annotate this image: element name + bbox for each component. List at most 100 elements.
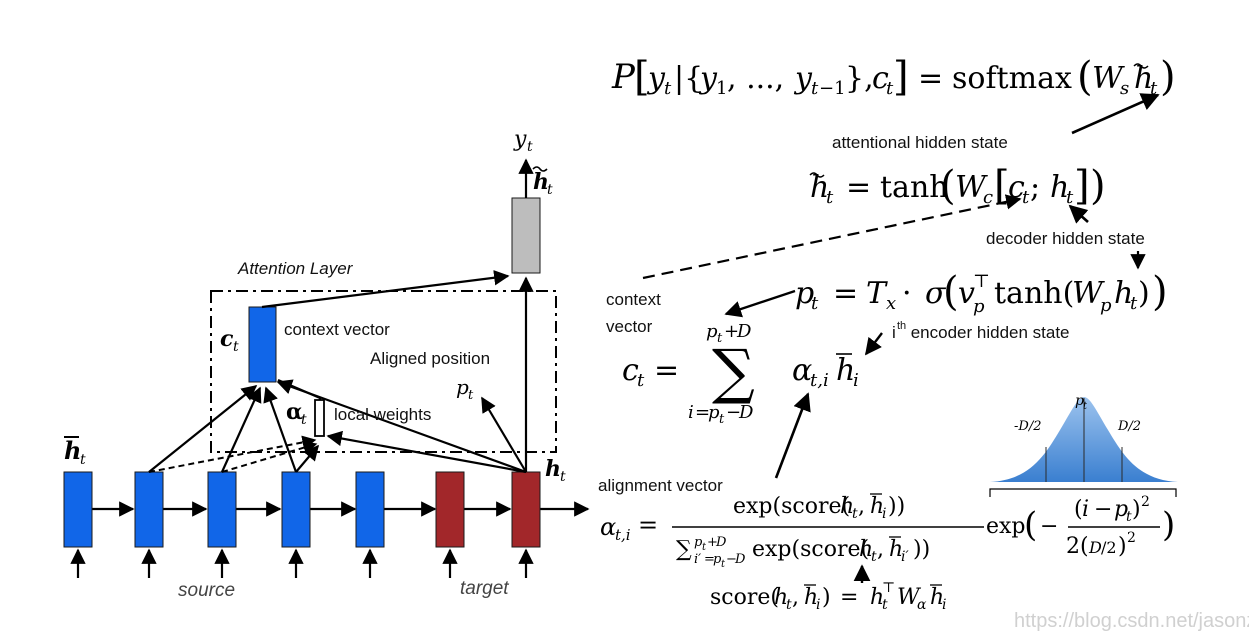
svg-text:−1: −1 (819, 78, 846, 99)
svg-text:y: y (698, 61, 718, 96)
svg-text:v: v (958, 276, 975, 311)
svg-text:p: p (706, 321, 718, 342)
hidden-state-boxes (63, 197, 541, 548)
svg-text:T: T (866, 276, 888, 311)
svg-text:i′: i′ (694, 552, 701, 567)
svg-text:t: t (527, 139, 533, 155)
svg-text:c: c (220, 326, 234, 352)
svg-text:h: h (870, 494, 884, 519)
svg-text:): ) (1162, 505, 1175, 545)
svg-text:]: ] (1074, 163, 1090, 209)
svg-text:i′: i′ (901, 549, 909, 565)
attentional-state-box (511, 197, 541, 274)
svg-text:=: = (654, 353, 679, 388)
svg-text:h: h (804, 585, 818, 610)
svg-text:=: = (840, 585, 858, 610)
gaussian-right-label: D/2 (1117, 419, 1141, 434)
svg-text:t: t (1130, 293, 1138, 314)
local-weights-label: local weights (334, 405, 431, 424)
svg-text:)): )) (913, 537, 930, 562)
context-vector-box (248, 306, 277, 383)
svg-text:t: t (233, 339, 239, 355)
svg-text:(: ( (1024, 505, 1037, 545)
svg-text:+: + (707, 535, 718, 550)
svg-text:p: p (1100, 295, 1112, 316)
source-state-5 (355, 471, 385, 548)
context-vector-annotation-2: vector (606, 317, 653, 336)
svg-text:1: 1 (716, 78, 727, 99)
annotations: attentional hidden state decoder hidden … (598, 93, 1160, 583)
alignment-vector-arrow (774, 392, 811, 479)
svg-text:D: D (736, 321, 752, 342)
svg-text:t,i: t,i (810, 370, 829, 391)
encoder-hidden-state-label: i th encoder hidden state (892, 320, 1070, 342)
local-weights-box (314, 399, 325, 437)
svg-text:h: h (1134, 61, 1153, 96)
source-label: source (178, 580, 235, 601)
svg-text:t: t (826, 187, 834, 208)
formula-aligned-position: p t = T x · σ ( v p ⊤ tanh( W p h t ) ) (795, 269, 1168, 317)
svg-text:=: = (704, 552, 715, 567)
svg-text:score(: score( (710, 585, 779, 610)
svg-text:t: t (702, 542, 707, 553)
svg-text:y: y (646, 61, 666, 96)
gaussian-pt-label: p t (1075, 393, 1088, 412)
svg-text:/2: /2 (1101, 538, 1117, 557)
svg-text:W: W (1072, 276, 1105, 311)
svg-text:t: t (80, 452, 86, 468)
weight-solid-arrows (295, 396, 527, 474)
svg-text:,: , (858, 494, 865, 519)
svg-text:⊤: ⊤ (973, 271, 990, 292)
svg-text:=: = (833, 276, 858, 311)
target-state-2 (511, 471, 541, 548)
svg-text:∑: ∑ (712, 337, 755, 407)
svg-text:c: c (872, 61, 889, 96)
gaussian-brace (989, 488, 1177, 497)
svg-text:i: i (942, 597, 946, 613)
decoder-hidden-state-label: decoder hidden state (986, 229, 1145, 248)
svg-text:α: α (792, 353, 812, 388)
svg-text:D: D (715, 535, 727, 550)
formula-context-vector: c t = p t + D ∑ i = p t − D α t,i h i (622, 321, 859, 427)
formulas: P [ y t |{ y 1 , ..., y t −1 }, c t ] = … (600, 54, 1176, 613)
svg-text:softmax: softmax (952, 61, 1072, 96)
svg-text:=: = (695, 402, 710, 423)
svg-text:h: h (533, 169, 549, 195)
svg-text:α: α (286, 399, 303, 425)
svg-text:t: t (811, 78, 819, 99)
svg-text:t: t (882, 597, 888, 613)
svg-text:,: , (877, 537, 884, 562)
gaussian-window: p t -D/2 D/2 (989, 393, 1178, 497)
svg-text:p: p (708, 402, 720, 423)
svg-text:2: 2 (1127, 530, 1136, 546)
svg-text:=: = (846, 170, 871, 205)
svg-text:t: t (1150, 78, 1158, 99)
svg-text:t: t (547, 182, 553, 198)
svg-text:tanh(: tanh( (994, 276, 1074, 311)
svg-text:p: p (1075, 393, 1084, 409)
attention-layer-title: Attention Layer (237, 259, 354, 278)
svg-text:t,i: t,i (615, 526, 631, 544)
svg-text:−: − (1040, 514, 1058, 539)
svg-text:−: − (726, 552, 737, 567)
svg-text:encoder hidden state: encoder hidden state (906, 323, 1070, 342)
svg-text:i: i (816, 597, 820, 613)
context-vector-label: context vector (284, 320, 390, 339)
svg-text:i: i (688, 402, 694, 423)
svg-text:p: p (456, 375, 469, 399)
svg-text:y: y (513, 127, 527, 152)
svg-text:,: , (792, 585, 799, 610)
svg-text:;: ; (1030, 170, 1040, 205)
svg-text:i: i (1082, 497, 1089, 522)
svg-text:exp(score(: exp(score( (733, 494, 850, 519)
ct-to-attentional-arrow (261, 270, 510, 309)
svg-text:h: h (840, 494, 854, 519)
encoder-hidden-state-arrow (864, 332, 883, 356)
svg-text:W: W (897, 585, 922, 610)
svg-text:(: ( (943, 269, 959, 315)
svg-text:t: t (721, 559, 726, 570)
svg-text:σ: σ (925, 276, 947, 311)
svg-text:+: + (724, 321, 739, 342)
svg-text:c: c (622, 353, 639, 388)
svg-text:t: t (1083, 401, 1088, 412)
